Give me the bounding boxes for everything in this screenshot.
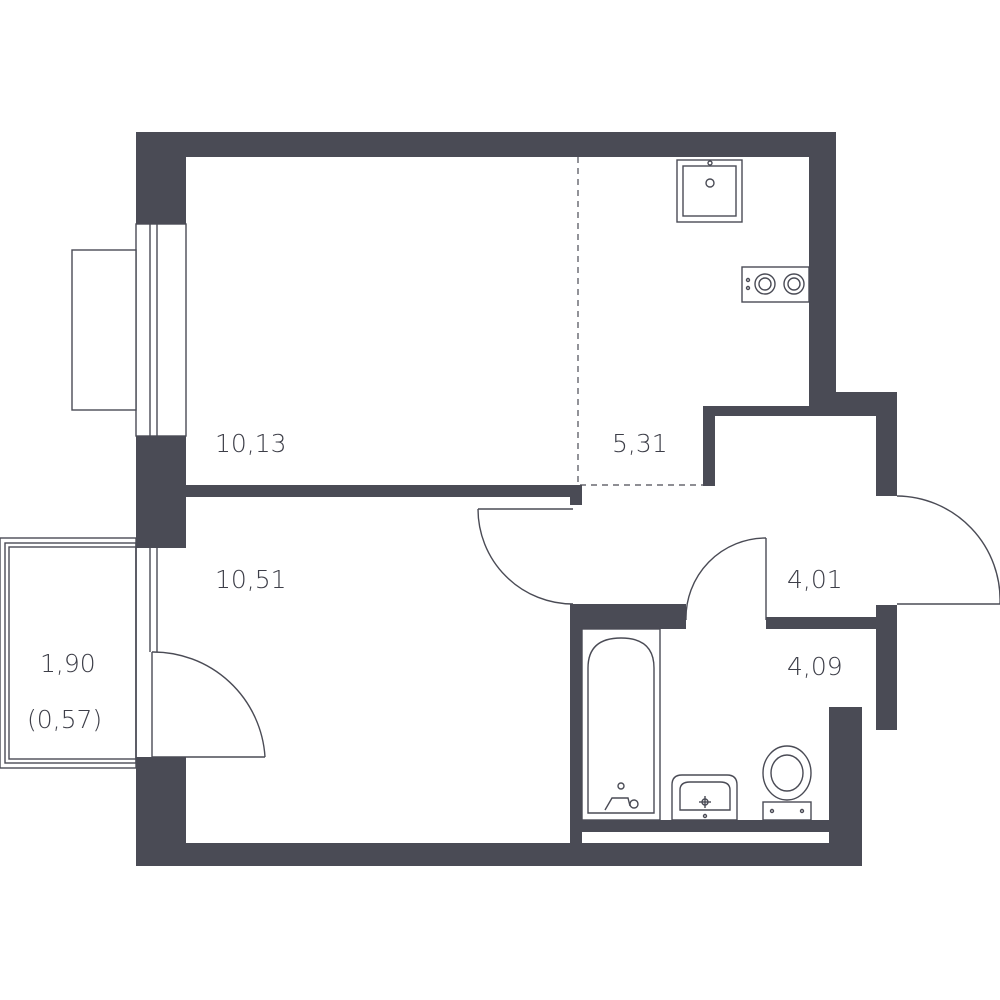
area-bathroom: 4,09 xyxy=(787,652,843,681)
area-bedroom: 10,13 xyxy=(215,429,287,458)
wall-left-middle xyxy=(136,436,186,548)
window-bedroom xyxy=(71,223,187,437)
wall-living-bath xyxy=(570,604,582,844)
wall-bath-top-left xyxy=(570,604,686,629)
interior-walls xyxy=(186,406,876,844)
bathtub xyxy=(581,628,661,821)
wall-bath-top-right xyxy=(766,617,876,629)
wall-right-upper xyxy=(809,132,836,394)
wall-bath-bottom xyxy=(570,820,836,832)
outer-walls xyxy=(136,132,897,866)
wall-right-lower xyxy=(876,605,897,730)
wall-right-bottom xyxy=(829,707,862,866)
window-sill xyxy=(71,249,137,411)
cooktop xyxy=(741,266,810,303)
door-bathroom xyxy=(685,537,767,621)
kitchen-sink xyxy=(676,159,743,223)
wall-stub-hall xyxy=(570,485,582,505)
wall-left-upper xyxy=(136,132,186,224)
window-living xyxy=(149,548,158,652)
area-living: 10,51 xyxy=(215,565,287,594)
washbasin xyxy=(671,774,738,821)
area-kitchen: 5,31 xyxy=(612,429,668,458)
wall-kitchen-hall xyxy=(703,406,715,486)
door-living xyxy=(477,508,574,605)
door-balcony xyxy=(151,651,266,758)
wall-top xyxy=(136,132,836,157)
area-hall: 4,01 xyxy=(787,565,843,594)
area-balcony: 1,90 xyxy=(40,649,96,678)
wall-bottom xyxy=(136,843,862,866)
area-balcony-reduced: (0,57) xyxy=(27,705,102,734)
wall-kitchen-hall-top xyxy=(703,406,818,416)
zone-divider xyxy=(577,157,703,486)
toilet xyxy=(762,745,812,821)
balcony xyxy=(0,537,137,769)
door-entrance xyxy=(896,495,1000,605)
wall-bedroom-living xyxy=(186,485,582,497)
wall-right-middle xyxy=(876,392,897,496)
